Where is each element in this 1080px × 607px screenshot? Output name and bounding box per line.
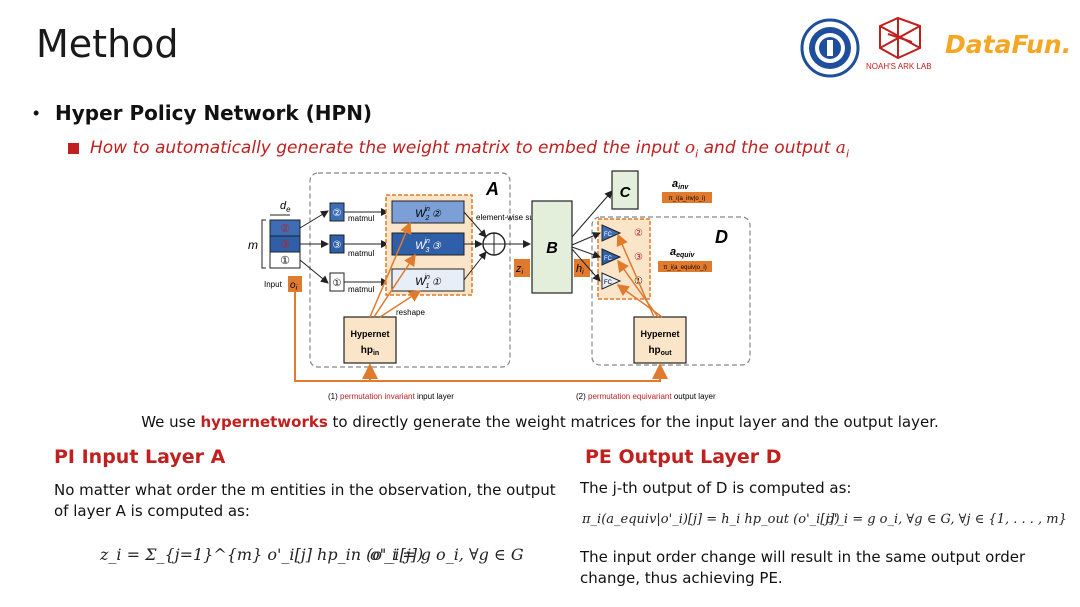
bullet-heading: Hyper Policy Network (HPN) bbox=[55, 101, 373, 125]
university-seal-logo bbox=[800, 18, 860, 83]
svg-text:③: ③ bbox=[634, 252, 643, 263]
label-a: A bbox=[485, 179, 499, 199]
bullet-dot-icon: • bbox=[33, 103, 40, 123]
region-a-dashed bbox=[309, 172, 511, 368]
pi-formula-condition: o'_i = g o_i, ∀g ∈ G bbox=[370, 545, 524, 564]
subpoint-sub-i2: i bbox=[845, 147, 849, 161]
svg-text:FC: FC bbox=[604, 256, 613, 262]
svg-text:FC: FC bbox=[604, 280, 613, 286]
svg-text:FC: FC bbox=[604, 232, 613, 238]
svg-text:matmul: matmul bbox=[348, 249, 374, 258]
svg-text:hpout: hpout bbox=[648, 345, 672, 357]
pe-formula-condition: o'_i = g o_i, ∀g ∈ G, ∀j ∈ {1, . . . , m… bbox=[826, 512, 1067, 527]
svg-text:Hypernet: Hypernet bbox=[350, 329, 389, 339]
hypernetworks-highlight: hypernetworks bbox=[200, 413, 328, 431]
slide-title: Method bbox=[36, 22, 179, 66]
element-wise-sum-label: element-wise sum bbox=[476, 213, 541, 222]
red-square-bullet-icon bbox=[68, 143, 79, 154]
svg-text:Hypernet: Hypernet bbox=[640, 329, 679, 339]
subpoint-text: How to automatically generate the weight… bbox=[90, 138, 849, 160]
svg-text:matmul: matmul bbox=[348, 285, 374, 294]
region-d-dashed bbox=[591, 216, 751, 366]
svg-text:zi: zi bbox=[515, 263, 524, 276]
input-row-1-label: ① bbox=[280, 255, 290, 267]
hypernet-out-box bbox=[633, 316, 687, 364]
svg-text:②: ② bbox=[333, 208, 342, 219]
input-o-label: oi bbox=[290, 280, 298, 292]
noahs-ark-lab-logo: NOAH'S ARK LAB bbox=[866, 14, 938, 79]
reshape-label: reshape bbox=[396, 308, 425, 317]
datafun-logo: DataFun. bbox=[945, 30, 1072, 59]
layer1-caption: (1) permutation invariant input layer bbox=[328, 392, 454, 401]
de-label: de bbox=[280, 200, 291, 214]
pe-formula-main: π_i(a_equiv|o'_i)[j] = h_i hp_out (o'_i[… bbox=[582, 512, 840, 527]
subpoint-text-mid: and the output bbox=[698, 138, 836, 158]
svg-text:②: ② bbox=[634, 228, 643, 239]
pe-line1: The j-th output of D is computed as: bbox=[580, 479, 852, 497]
pe-heading: PE Output Layer D bbox=[585, 446, 782, 468]
svg-text:hi: hi bbox=[576, 263, 584, 276]
svg-text:①: ① bbox=[333, 278, 342, 289]
svg-text:hpin: hpin bbox=[361, 345, 379, 357]
pe-body-text: The input order change will result in th… bbox=[580, 548, 1026, 587]
pi-body-text: No matter what order the m entities in t… bbox=[54, 481, 556, 520]
noahs-ark-lab-caption: NOAH'S ARK LAB bbox=[866, 62, 932, 71]
svg-text:aequiv: aequiv bbox=[670, 246, 696, 259]
svg-text:C: C bbox=[620, 184, 632, 201]
diagram-caption: We use hypernetworks to directly generat… bbox=[141, 413, 939, 431]
input-row-2-label: ② bbox=[280, 223, 290, 235]
svg-text:π_i(a_inv|o_i): π_i(a_inv|o_i) bbox=[669, 196, 706, 202]
m-label: m bbox=[248, 238, 258, 252]
subpoint-text-part1: How to automatically generate the weight… bbox=[90, 138, 685, 158]
subpoint-sub-i1: i bbox=[695, 147, 699, 161]
subpoint-var-o: o bbox=[684, 138, 696, 158]
svg-text:ainv: ainv bbox=[672, 178, 689, 191]
hypernet-in-box bbox=[343, 316, 397, 364]
input-o-box bbox=[288, 276, 302, 292]
block-b bbox=[531, 200, 573, 294]
input-label: Input bbox=[264, 280, 283, 289]
pi-heading: PI Input Layer A bbox=[54, 446, 226, 468]
pi-formula-main: z_i = Σ_{j=1}^{m} o'_i[j] hp_in (o'_i[j]… bbox=[100, 545, 424, 564]
svg-text:B: B bbox=[546, 240, 558, 257]
block-c bbox=[611, 170, 639, 210]
svg-text:③: ③ bbox=[333, 240, 342, 251]
svg-text:π_i(a_equiv|o_i): π_i(a_equiv|o_i) bbox=[663, 265, 706, 271]
layer2-caption: (2) permutation equivariant output layer bbox=[576, 392, 716, 401]
hpn-architecture-diagram: de ② ③ ① m Input oi ② ③ ① matmul matmul … bbox=[248, 170, 751, 401]
label-d: D bbox=[715, 227, 728, 247]
subpoint-var-a: a bbox=[835, 138, 846, 158]
svg-text:matmul: matmul bbox=[348, 214, 374, 223]
input-row-3-label: ③ bbox=[280, 239, 290, 251]
